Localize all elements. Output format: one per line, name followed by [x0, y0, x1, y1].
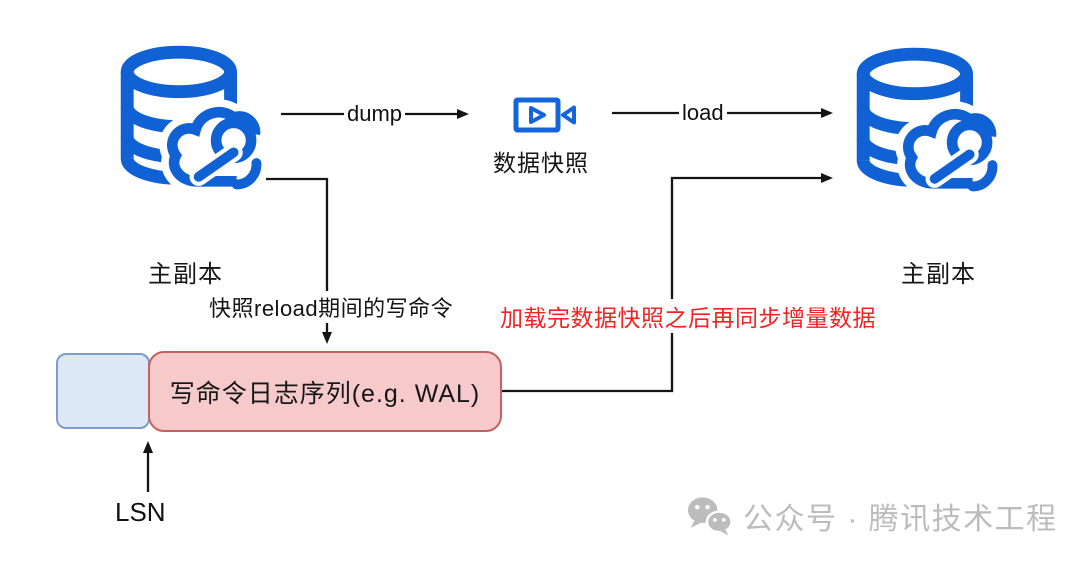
cloud-sync-glyph — [159, 99, 264, 192]
wal-log-box: 写命令日志序列(e.g. WAL) — [148, 351, 502, 432]
lsn-position-box — [56, 353, 150, 429]
reload-writes-arrow-line — [266, 177, 332, 344]
load-arrow-label: load — [679, 100, 727, 126]
target-db-label: 主副本 — [901, 261, 976, 288]
incremental-sync-arrow-line — [502, 173, 833, 393]
watermark: 公众号 · 腾讯技术工程 — [686, 494, 1058, 538]
cloud-sync-glyph — [895, 101, 1000, 194]
watermark-text: 公众号 · 腾讯技术工程 — [743, 503, 1058, 536]
video-camera-icon — [513, 97, 576, 133]
wechat-icon — [687, 497, 733, 536]
lsn-label: LSN — [115, 497, 166, 527]
dump-arrow-label: dump — [344, 101, 406, 127]
incremental-sync-note: 加载完数据快照之后再同步增量数据 — [498, 299, 878, 333]
reload-writes-label: 快照reload期间的写命令 — [207, 291, 456, 323]
snapshot-label: 数据快照 — [493, 150, 589, 176]
target-database-icon — [856, 47, 1000, 194]
source-database-icon — [120, 45, 264, 192]
source-db-label: 主副本 — [148, 261, 223, 288]
wal-log-box-label: 写命令日志序列(e.g. WAL) — [169, 379, 481, 408]
